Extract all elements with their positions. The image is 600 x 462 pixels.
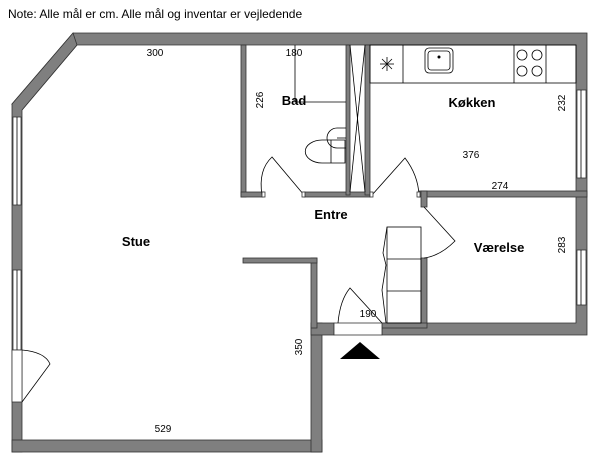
- dimension-stue-bottom: 529: [155, 424, 172, 435]
- dimension-vaerelse-height: 283: [557, 236, 568, 253]
- room-label-entre: Entre: [314, 207, 347, 222]
- dimension-stue-top: 300: [147, 48, 164, 59]
- toilet-icon: [304, 139, 346, 164]
- dimension-kokken-height: 232: [557, 94, 568, 111]
- outer-walls: [11, 32, 588, 453]
- dimension-vaerelse-width: 274: [492, 181, 509, 192]
- dimension-entre-width: 190: [360, 309, 377, 320]
- interior-walls: [240, 44, 588, 329]
- dimension-bad-height: 226: [255, 91, 266, 108]
- room-label-kokken: Køkken: [449, 95, 496, 110]
- closet: [381, 226, 422, 324]
- sink-icon: [326, 127, 346, 149]
- room-label-vaerelse: Værelse: [474, 240, 525, 255]
- windows: [12, 89, 587, 351]
- stove-icon: [516, 49, 543, 77]
- room-label-stue: Stue: [122, 234, 150, 249]
- dimension-bad-width: 180: [286, 48, 303, 59]
- kitchen-counter: [369, 44, 577, 84]
- fridge-icon: [380, 57, 394, 71]
- dimension-stue-side: 350: [294, 338, 305, 355]
- kitchen-sink-icon: [424, 47, 454, 74]
- room-label-bad: Bad: [282, 93, 307, 108]
- shaft: [349, 44, 366, 193]
- disclaimer-note: Note: Alle mål er cm. Alle mål og invent…: [8, 7, 303, 21]
- entrance-arrow-icon: [340, 342, 380, 359]
- dimension-kokken-width: 376: [463, 150, 480, 161]
- doors: [11, 156, 456, 403]
- bathroom-fixtures: [294, 45, 346, 164]
